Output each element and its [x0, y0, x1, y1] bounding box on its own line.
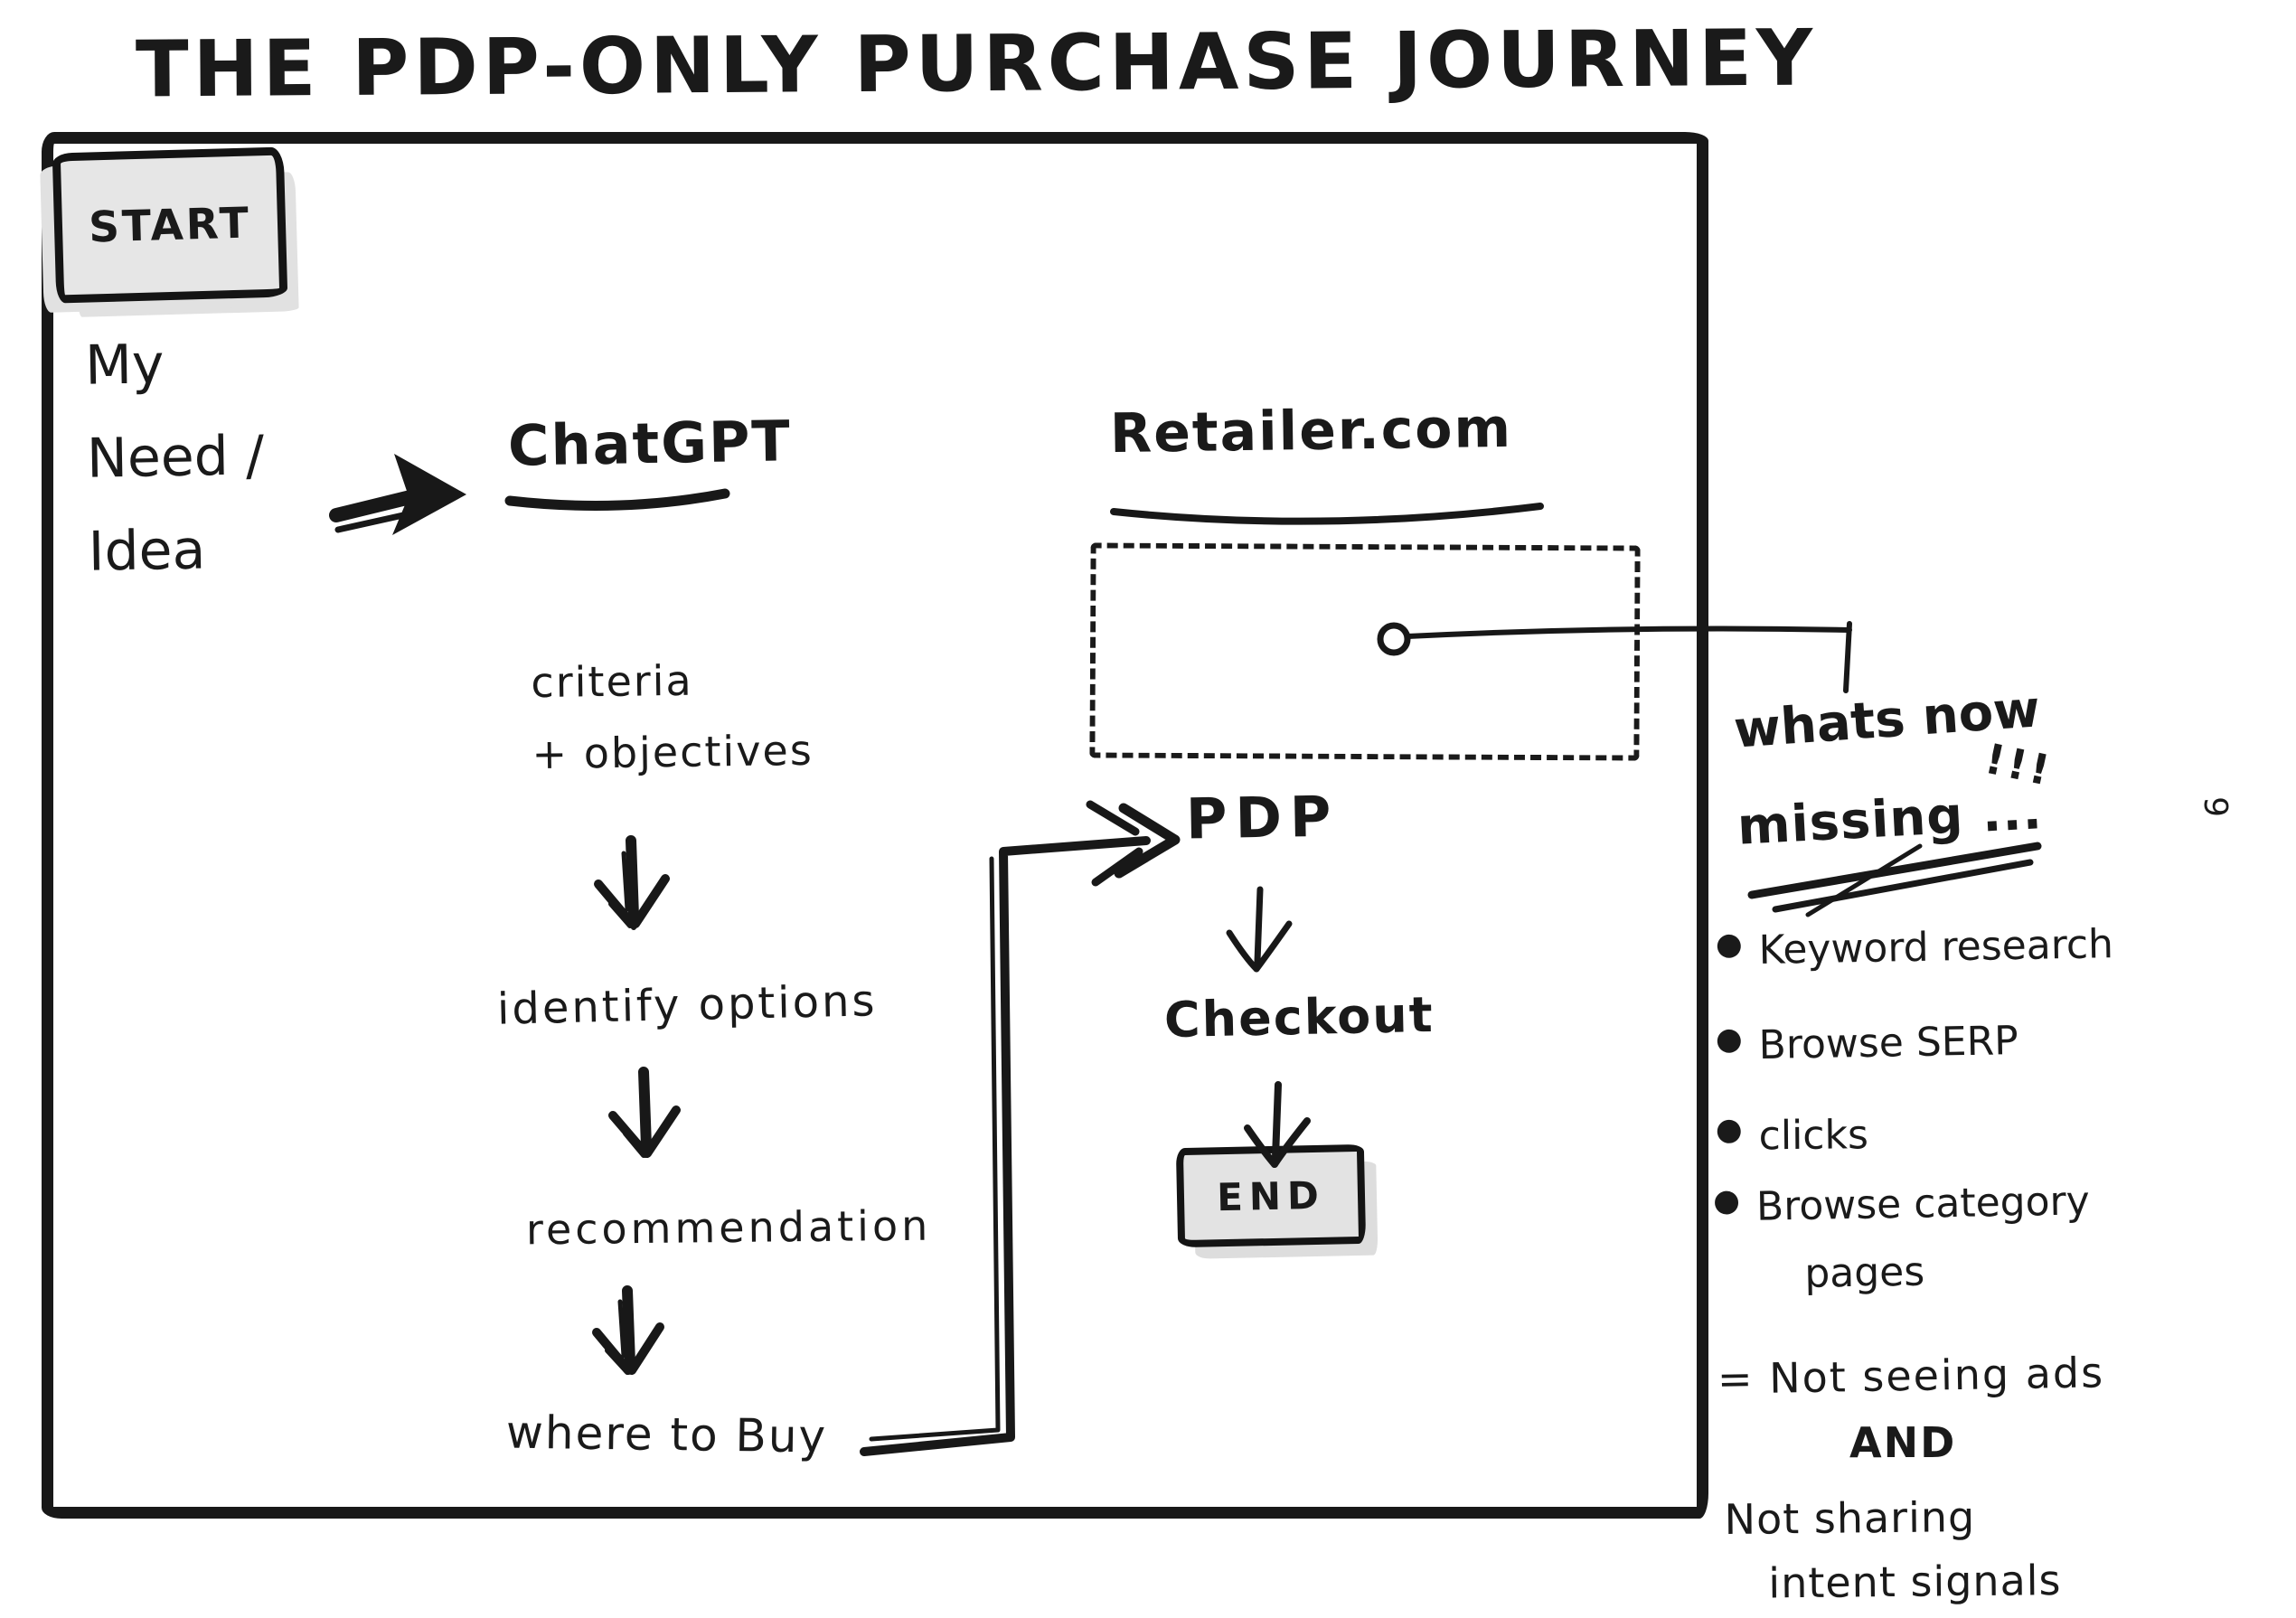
- bullet-label: Browse category pages: [1755, 1178, 2091, 1297]
- bullet-label: clicks: [1758, 1112, 1869, 1160]
- bullet-dot-icon: ●: [1712, 1182, 1741, 1219]
- page-number: 6: [2198, 796, 2236, 817]
- not-sharing-note: Not sharing intent signals: [1724, 1492, 2062, 1608]
- my-need-idea-label: My Need / Idea: [84, 333, 265, 585]
- retailer-label: Retailer.com: [1109, 396, 1513, 466]
- bullet-clicks: ● clicks: [1716, 1102, 1869, 1171]
- bullet-keyword-research: ● Keyword research: [1715, 911, 2114, 985]
- criteria-objectives-label: criteria + objectives: [531, 655, 814, 779]
- start-label: START: [88, 198, 252, 252]
- end-node: END: [1175, 1143, 1367, 1248]
- and-word: AND: [1849, 1418, 1957, 1467]
- end-label: END: [1216, 1172, 1326, 1219]
- bullet-dot-icon: ●: [1715, 1021, 1743, 1058]
- bullet-browse-serp: ● Browse SERP: [1715, 1008, 2019, 1081]
- where-to-buy-label: where to Buy: [505, 1406, 828, 1463]
- bullet-label: Keyword research: [1758, 921, 2114, 974]
- identify-options-label: identify options: [496, 975, 879, 1035]
- start-node: START: [52, 146, 288, 304]
- bullet-dot-icon: ●: [1715, 1111, 1743, 1148]
- chatgpt-label: ChatGPT: [507, 408, 793, 479]
- pdp-label: PDP: [1185, 783, 1340, 852]
- missing-heading-line2: missing ...: [1736, 782, 2045, 857]
- bullet-browse-category: ● Browse category pages: [1713, 1168, 2092, 1310]
- equals-note: = Not seeing ads: [1717, 1348, 2105, 1404]
- bullet-dot-icon: ●: [1715, 926, 1743, 963]
- checkout-label: Checkout: [1163, 985, 1435, 1049]
- page-title: THE PDP-ONLY PURCHASE JOURNEY: [135, 13, 1818, 116]
- journey-frame: [42, 132, 1708, 1519]
- retailer-dashed-zone: [1089, 542, 1641, 761]
- recommendation-label: recommendation: [525, 1200, 932, 1255]
- bullet-label: Browse SERP: [1758, 1018, 2019, 1069]
